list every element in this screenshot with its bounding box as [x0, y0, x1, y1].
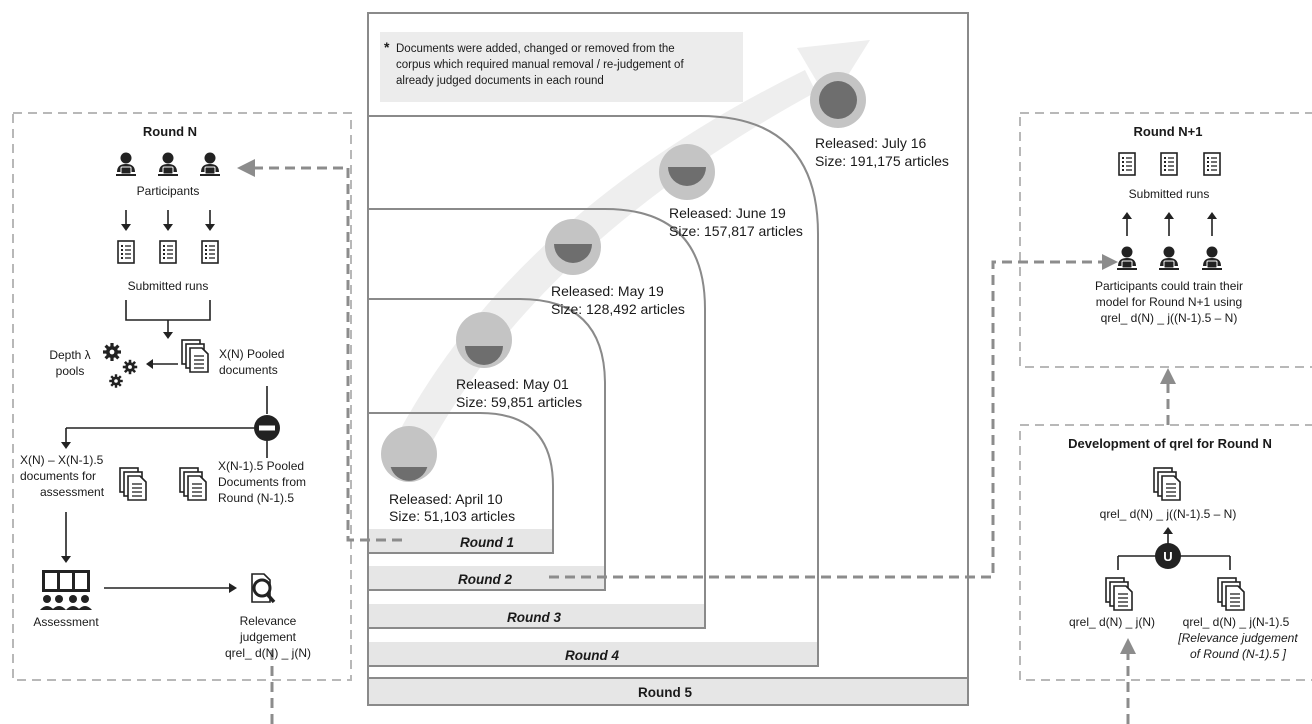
person-computer-icon — [157, 152, 179, 177]
note-line-1: Documents were added, changed or removed… — [396, 43, 675, 55]
round-5-label: Round 5 — [638, 685, 692, 700]
union-icon: U — [1155, 543, 1181, 569]
round-2-label: Round 2 — [458, 572, 512, 587]
depth-label-2: pools — [56, 364, 85, 378]
document-list-icon — [1118, 152, 1136, 176]
stacked-documents-icon — [119, 467, 147, 501]
round-n-title: Round N — [143, 124, 197, 139]
union-symbol: U — [1163, 549, 1172, 564]
document-list-icon — [201, 240, 219, 264]
round-3-released: Released: May 19 — [551, 283, 664, 299]
round-n-plus-1-panel — [1019, 112, 1312, 368]
participants-label: Participants — [137, 184, 200, 198]
no-entry-icon — [254, 415, 280, 441]
qrel-dev-title: Development of qrel for Round N — [1068, 436, 1272, 451]
round-1-released: Released: April 10 — [389, 491, 503, 507]
round-n-plus-1-title: Round N+1 — [1134, 124, 1203, 139]
round-labels: Round 1 Round 2 Round 3 Round 4 Round 5 — [458, 535, 692, 700]
train-text-1: Participants could train their — [1095, 279, 1243, 293]
gears-icon — [101, 341, 123, 363]
round-3-label: Round 3 — [507, 610, 561, 625]
person-computer-icon — [1201, 246, 1223, 271]
note-box: * Documents were added, changed or remov… — [380, 32, 743, 102]
relevance-label-3: qrel_ d(N) _ j(N) — [225, 646, 311, 660]
round-1-size: Size: 51,103 articles — [389, 508, 515, 524]
round-frames — [369, 115, 819, 667]
right-qrel-label-2: [Relevance judgement — [1177, 631, 1298, 645]
corpus-frame — [367, 12, 969, 706]
stacked-documents-icon — [1105, 577, 1133, 611]
round-1-circle — [381, 426, 437, 482]
submitted-runs-label-n1: Submitted runs — [1129, 187, 1210, 201]
merged-qrel-label: qrel_ d(N) _ j((N-1).5 – N) — [1100, 507, 1237, 521]
assessment-label: Assessment — [33, 615, 99, 629]
submitted-runs-label: Submitted runs — [128, 279, 209, 293]
prev-pooled-label-1: X(N-1).5 Pooled — [218, 459, 304, 473]
train-text-2: model for Round N+1 using — [1096, 295, 1242, 309]
audience-screen-icon — [40, 570, 92, 610]
round-n-panel — [12, 112, 352, 681]
round-n-plus-1-content: Round N+1 Submitted runs Participants co… — [1095, 124, 1243, 325]
stacked-documents-icon — [1217, 577, 1245, 611]
stacked-documents-icon — [179, 467, 207, 501]
round-2-released: Released: May 01 — [456, 376, 569, 392]
progress-arrow — [400, 40, 870, 442]
round-4-size: Size: 157,817 articles — [669, 223, 803, 239]
round-5-circle — [810, 72, 866, 128]
round-4-circle — [659, 144, 715, 200]
release-circles — [381, 72, 866, 482]
connector-arrowheads — [237, 159, 1176, 654]
person-computer-icon — [1158, 246, 1180, 271]
magnifier-document-icon — [251, 573, 276, 604]
train-text-3: qrel_ d(N) _ j((N-1).5 – N) — [1101, 311, 1238, 325]
person-computer-icon — [199, 152, 221, 177]
round-bands — [369, 529, 967, 704]
pooled-label-2: documents — [219, 363, 278, 377]
round-3-circle — [545, 219, 601, 275]
round-n-content: Round N Participants Submitted runs X(N)… — [20, 124, 311, 660]
document-list-icon — [117, 240, 135, 264]
person-computer-icon — [1116, 246, 1138, 271]
document-list-icon — [159, 240, 177, 264]
round-5-released: Released: July 16 — [815, 135, 927, 151]
person-computer-icon — [115, 152, 137, 177]
stacked-documents-icon — [1153, 467, 1181, 501]
pooled-label-1: X(N) Pooled — [219, 347, 284, 361]
relevance-label-2: judgement — [239, 630, 297, 644]
round-4-released: Released: June 19 — [669, 205, 786, 221]
release-texts: Released: April 10 Size: 51,103 articles… — [389, 135, 949, 524]
assessment-docs-label-3: assessment — [40, 485, 105, 499]
document-list-icon — [1160, 152, 1178, 176]
round-4-label: Round 4 — [565, 648, 619, 663]
note-line-2: corpus which required manual removal / r… — [396, 59, 684, 71]
right-qrel-label-3: of Round (N-1).5 ] — [1190, 647, 1287, 661]
note-line-3: already judged documents in each round — [396, 75, 604, 87]
round-5-size: Size: 191,175 articles — [815, 153, 949, 169]
connectors — [253, 166, 1170, 724]
round-1-label: Round 1 — [460, 535, 514, 550]
stacked-documents-icon — [181, 339, 209, 373]
round-3-size: Size: 128,492 articles — [551, 301, 685, 317]
prev-pooled-label-2: Documents from — [218, 475, 306, 489]
right-qrel-label-1: qrel_ d(N) _ j(N-1).5 — [1183, 615, 1290, 629]
depth-label-1: Depth λ — [49, 348, 90, 362]
qrel-development-content: Development of qrel for Round N qrel_ d(… — [1068, 436, 1298, 661]
left-qrel-label: qrel_ d(N) _ j(N) — [1069, 615, 1155, 629]
prev-pooled-label-3: Round (N-1).5 — [218, 491, 294, 505]
note-star: * — [384, 39, 390, 55]
assessment-docs-label-2: documents for — [20, 469, 96, 483]
qrel-development-panel — [1019, 424, 1312, 681]
document-list-icon — [1203, 152, 1221, 176]
round-2-size: Size: 59,851 articles — [456, 394, 582, 410]
assessment-docs-label-1: X(N) – X(N-1).5 — [20, 453, 104, 467]
relevance-label-1: Relevance — [240, 614, 297, 628]
round-2-circle — [456, 312, 512, 368]
